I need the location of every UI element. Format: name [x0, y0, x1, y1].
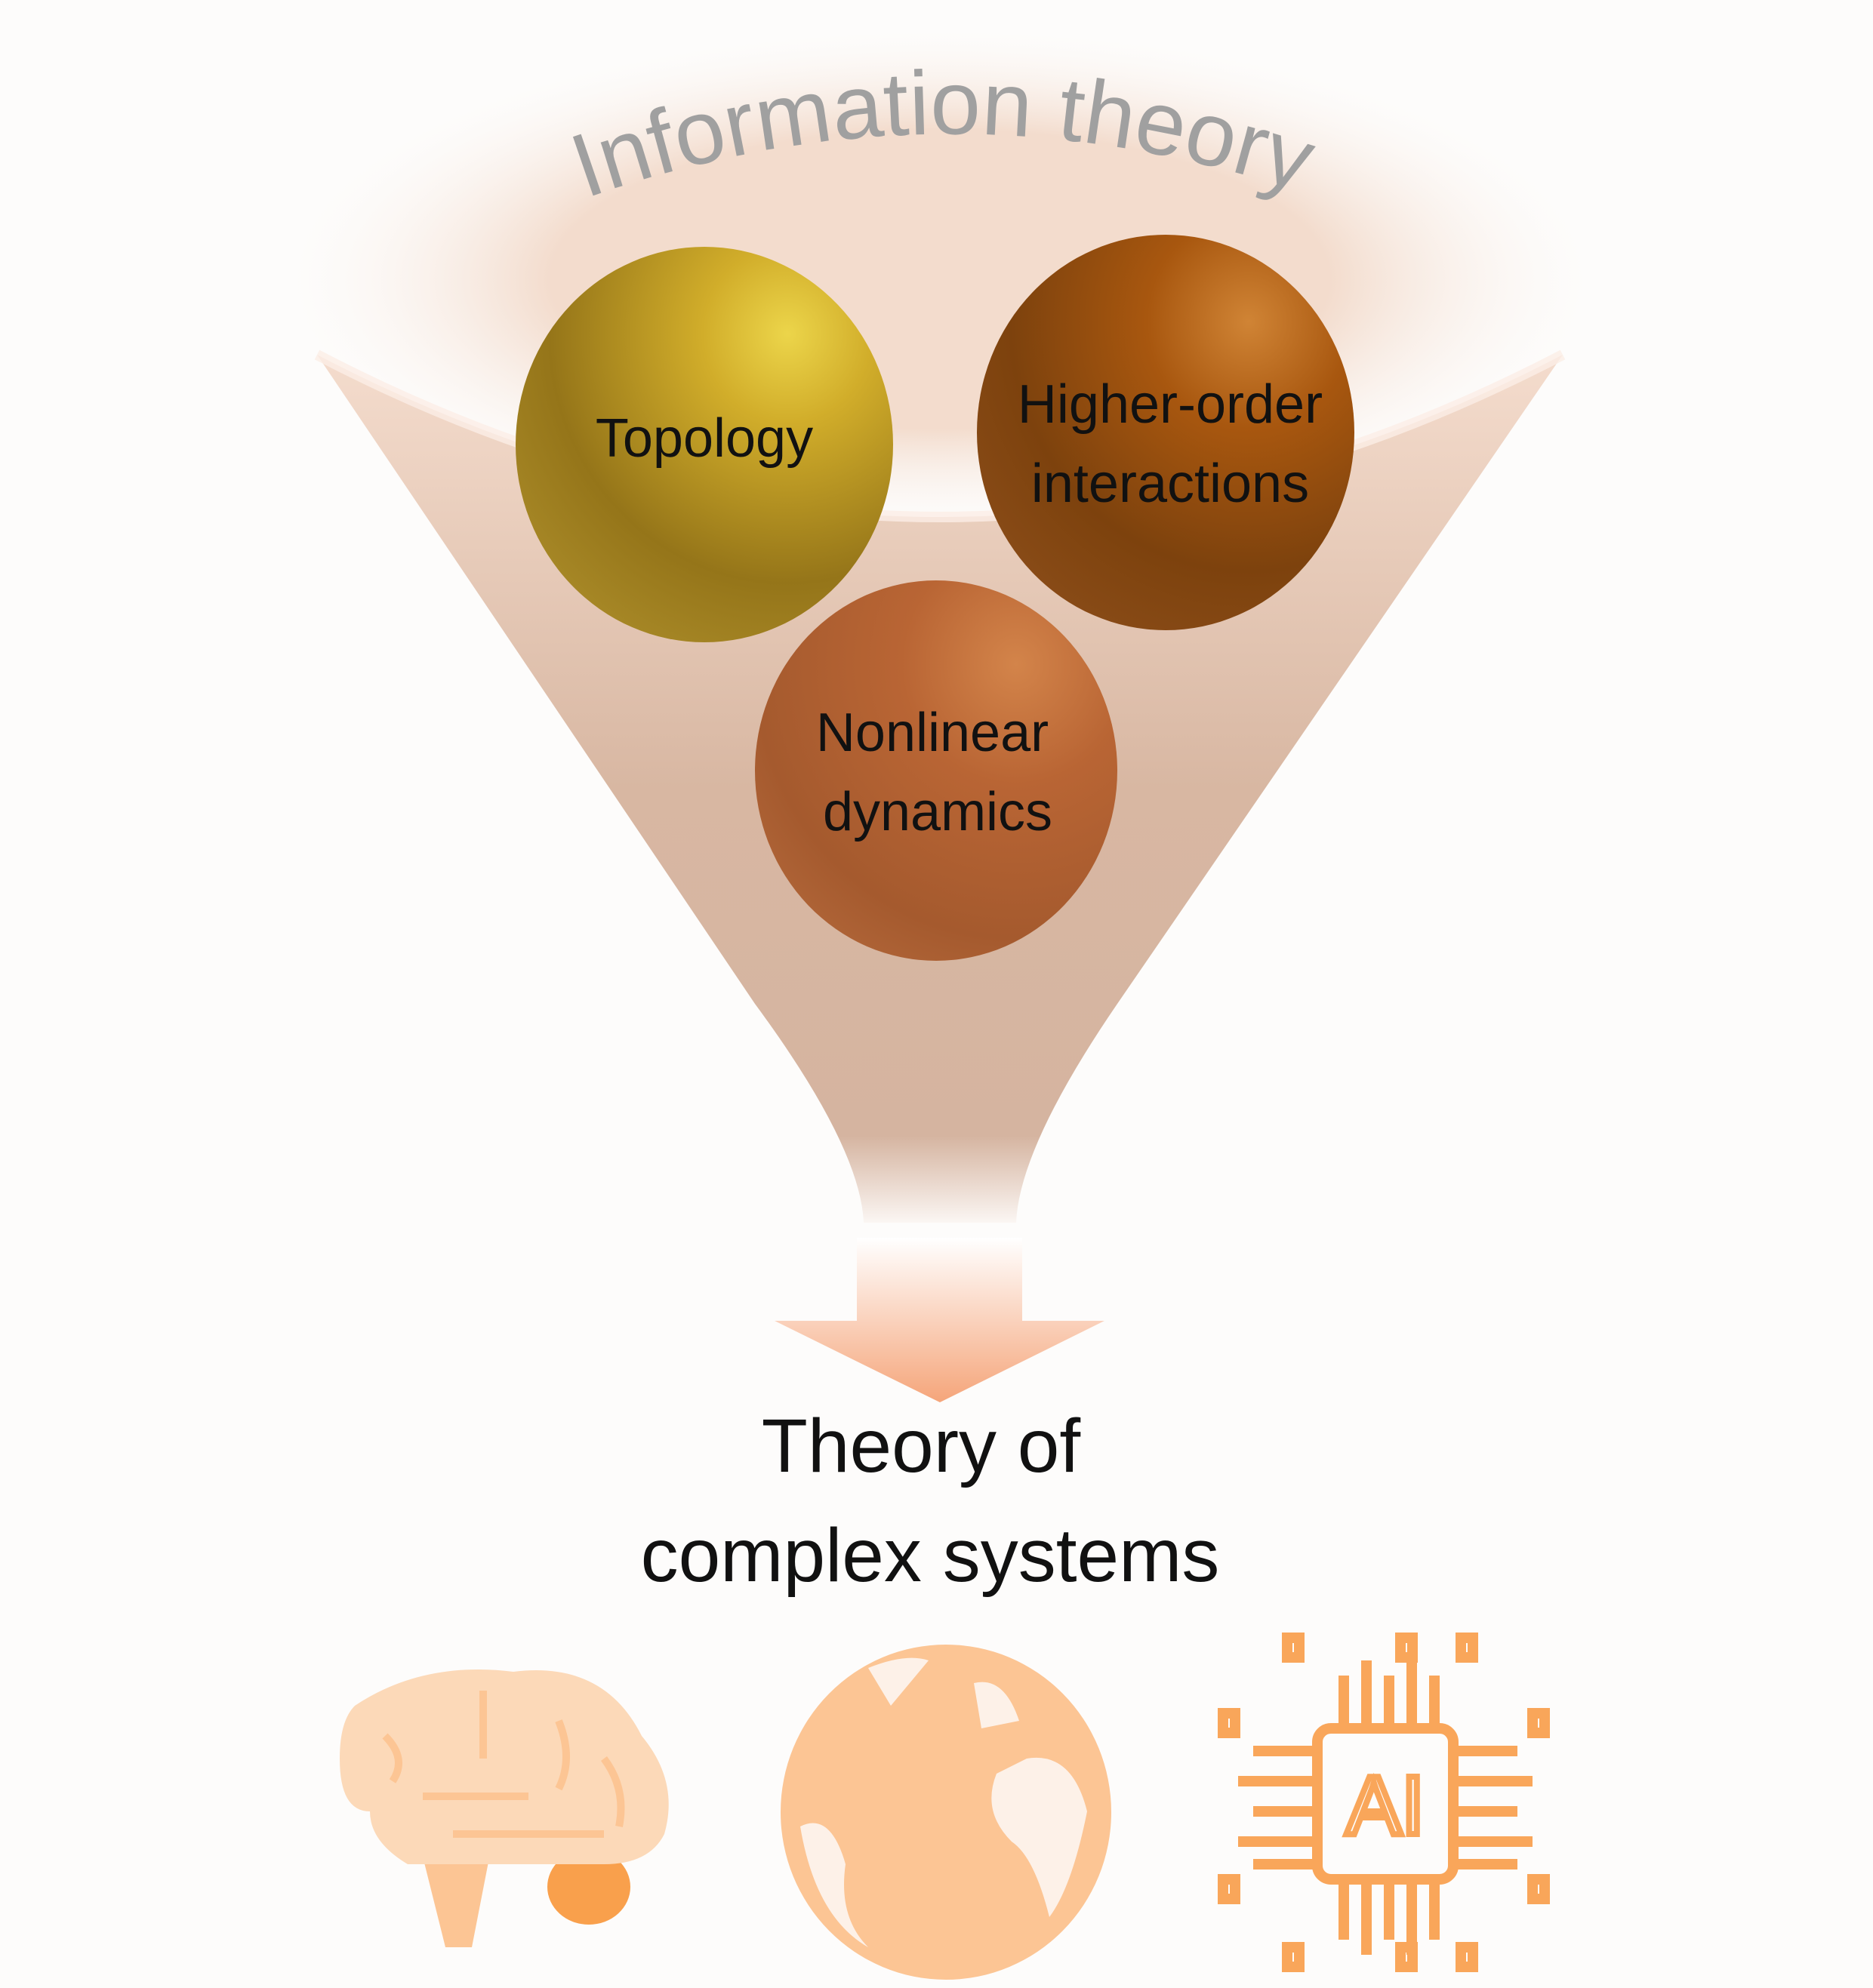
- brain-icon: [340, 1669, 669, 1947]
- globe-icon: [781, 1645, 1111, 1980]
- funnel-lip: [314, 349, 1566, 522]
- sphere-label: Topology: [596, 408, 813, 469]
- sphere-topology: Topology: [516, 247, 893, 642]
- sphere-label: Higher-order: [1018, 374, 1323, 435]
- down-arrow-icon: [775, 1238, 1104, 1402]
- sphere-nonlinear-dynamics: Nonlinear dynamics: [755, 580, 1117, 961]
- ai-chip-label: AI: [1346, 1759, 1425, 1852]
- sphere-label: interactions: [1031, 454, 1309, 514]
- ai-chip-icon: [1218, 1633, 1550, 1972]
- result-title-line1: Theory of: [762, 1404, 1081, 1488]
- sphere-label: dynamics: [823, 782, 1052, 842]
- sphere-label: Nonlinear: [816, 703, 1049, 763]
- result-title-line2: complex systems: [641, 1513, 1220, 1598]
- sphere-higher-order-interactions: Higher-order interactions: [977, 235, 1354, 630]
